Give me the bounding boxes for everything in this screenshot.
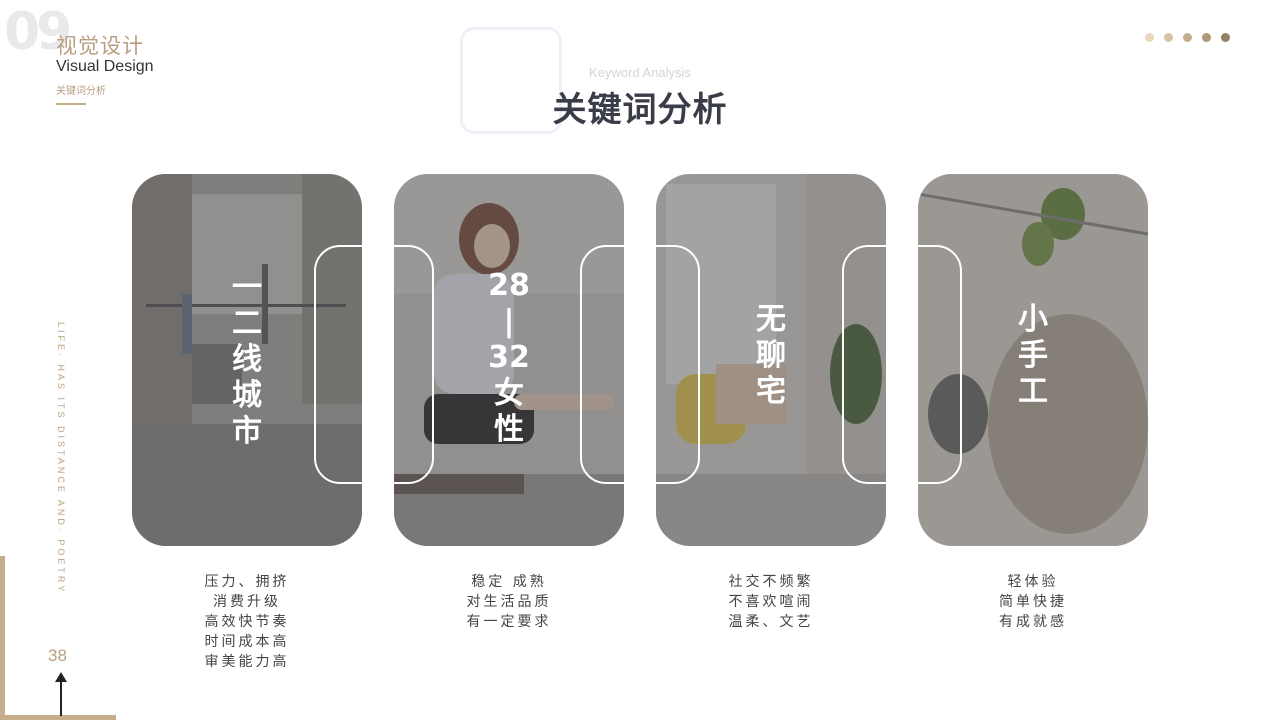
- dot-5: [1221, 33, 1230, 42]
- card-overlay: [918, 174, 1148, 546]
- description-line: 高效快节奏: [204, 614, 290, 630]
- card-overlay: [656, 174, 886, 546]
- vertical-tagline: LIFE· HAS ITS DISTANCE AND· POETRY: [56, 322, 66, 595]
- connector-outline-1: [314, 245, 434, 484]
- dot-2: [1164, 33, 1173, 42]
- keyword-text: 28 | 32 女 性: [488, 268, 530, 447]
- home-interior-photo: [656, 174, 886, 546]
- description-line: 有一定要求: [466, 614, 552, 630]
- bottom-accent-bar: [0, 715, 116, 720]
- description-line: 不喜欢喧闹: [728, 594, 814, 610]
- handicraft-photo: [918, 174, 1148, 546]
- dot-4: [1202, 33, 1211, 42]
- woman-photo: [394, 174, 624, 546]
- card-description-women: 稳定 成熟 对生活品质 有一定要求: [394, 572, 624, 632]
- title-underline: [56, 103, 86, 105]
- keyword-card-craft: 小 手 工: [918, 174, 1148, 546]
- description-line: 轻体验: [1007, 574, 1059, 590]
- description-line: 简单快捷: [999, 594, 1067, 610]
- card-description-craft: 轻体验 简单快捷 有成就感: [918, 572, 1148, 632]
- keyword-text: 一 二 线 城 市: [232, 270, 262, 449]
- background-number: 09: [4, 2, 72, 62]
- description-line: 压力、拥挤: [204, 574, 290, 590]
- left-accent-bar: [0, 556, 5, 720]
- dot-1: [1145, 33, 1154, 42]
- section-subtitle: 关键词分析: [56, 86, 106, 97]
- city-street-photo: [132, 174, 362, 546]
- card-description-city: 压力、拥挤 消费升级 高效快节奏 时间成本高 审美能力高: [132, 572, 362, 672]
- description-line: 稳定 成熟: [471, 574, 547, 590]
- decorative-frame: [460, 27, 562, 134]
- connector-outline-3: [842, 245, 962, 484]
- description-line: 对生活品质: [466, 594, 552, 610]
- description-line: 有成就感: [999, 614, 1067, 630]
- description-line: 温柔、文艺: [728, 614, 814, 630]
- card-overlay: [132, 174, 362, 546]
- card-description-home: 社交不频繁 不喜欢喧闹 温柔、文艺: [656, 572, 886, 632]
- section-title-cn: 视觉设计: [56, 34, 144, 58]
- description-line: 社交不频繁: [728, 574, 814, 590]
- keyword-card-women: 28 | 32 女 性: [394, 174, 624, 546]
- page-title: 关键词分析: [552, 90, 728, 130]
- heading-en: Keyword Analysis: [589, 65, 691, 80]
- connector-outline-2: [580, 245, 700, 484]
- description-line: 时间成本高: [204, 634, 290, 650]
- keyword-card-city: 一 二 线 城 市: [132, 174, 362, 546]
- page-dots: [1145, 33, 1230, 42]
- page-number: 38: [48, 646, 67, 665]
- keyword-text: 小 手 工: [1018, 302, 1048, 409]
- up-arrow-icon: [55, 672, 67, 716]
- dot-3: [1183, 33, 1192, 42]
- keyword-card-home: 无 聊 宅: [656, 174, 886, 546]
- keyword-text: 无 聊 宅: [756, 302, 786, 409]
- description-line: 消费升级: [213, 594, 281, 610]
- section-title-en: Visual Design: [56, 58, 154, 75]
- description-line: 审美能力高: [204, 654, 290, 670]
